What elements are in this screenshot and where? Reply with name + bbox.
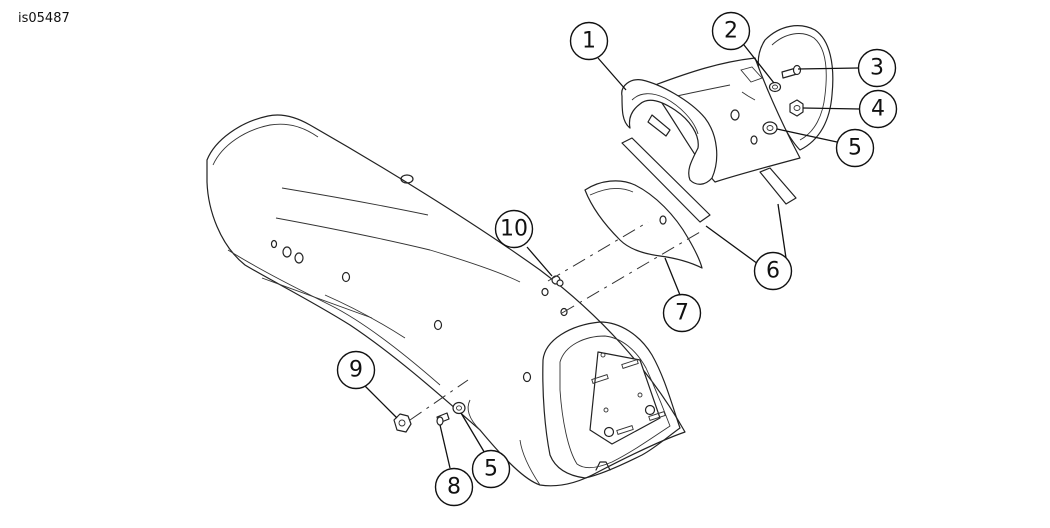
support-bracket — [584, 180, 703, 269]
callout-7-label: 7 — [675, 301, 689, 326]
rear-fender — [206, 114, 686, 487]
callout-4-label: 4 — [871, 97, 885, 122]
rack-hardware — [762, 64, 804, 135]
leader-lines — [364, 44, 861, 469]
mounting-bar — [621, 137, 797, 223]
figure-id-label: is05487 — [18, 11, 70, 26]
callout-2: 2 — [711, 11, 751, 51]
callout-4: 4 — [858, 89, 898, 129]
license-bracket-recess — [542, 321, 681, 479]
callout-5-lower: 5 — [471, 449, 511, 489]
callout-10: 10 — [494, 209, 534, 249]
callout-9-label: 9 — [349, 358, 363, 383]
callout-7: 7 — [662, 293, 702, 333]
assembly-centerlines — [409, 221, 701, 421]
callout-9: 9 — [336, 350, 376, 390]
callout-8-label: 8 — [447, 475, 461, 500]
callout-10-label: 10 — [500, 217, 528, 242]
callout-5-lower-label: 5 — [484, 457, 498, 482]
callout-1: 1 — [569, 21, 609, 61]
callout-8: 8 — [434, 467, 474, 507]
callout-2-label: 2 — [724, 19, 738, 44]
callout-5-upper: 5 — [835, 128, 875, 168]
callout-6-label: 6 — [766, 259, 780, 284]
callout-1-label: 1 — [582, 29, 596, 54]
lower-hardware — [393, 401, 466, 433]
callout-6: 6 — [753, 251, 793, 291]
callout-5-upper-label: 5 — [848, 136, 862, 161]
callout-3: 3 — [857, 48, 897, 88]
callout-3-label: 3 — [870, 56, 884, 81]
luggage-rack — [621, 25, 834, 185]
